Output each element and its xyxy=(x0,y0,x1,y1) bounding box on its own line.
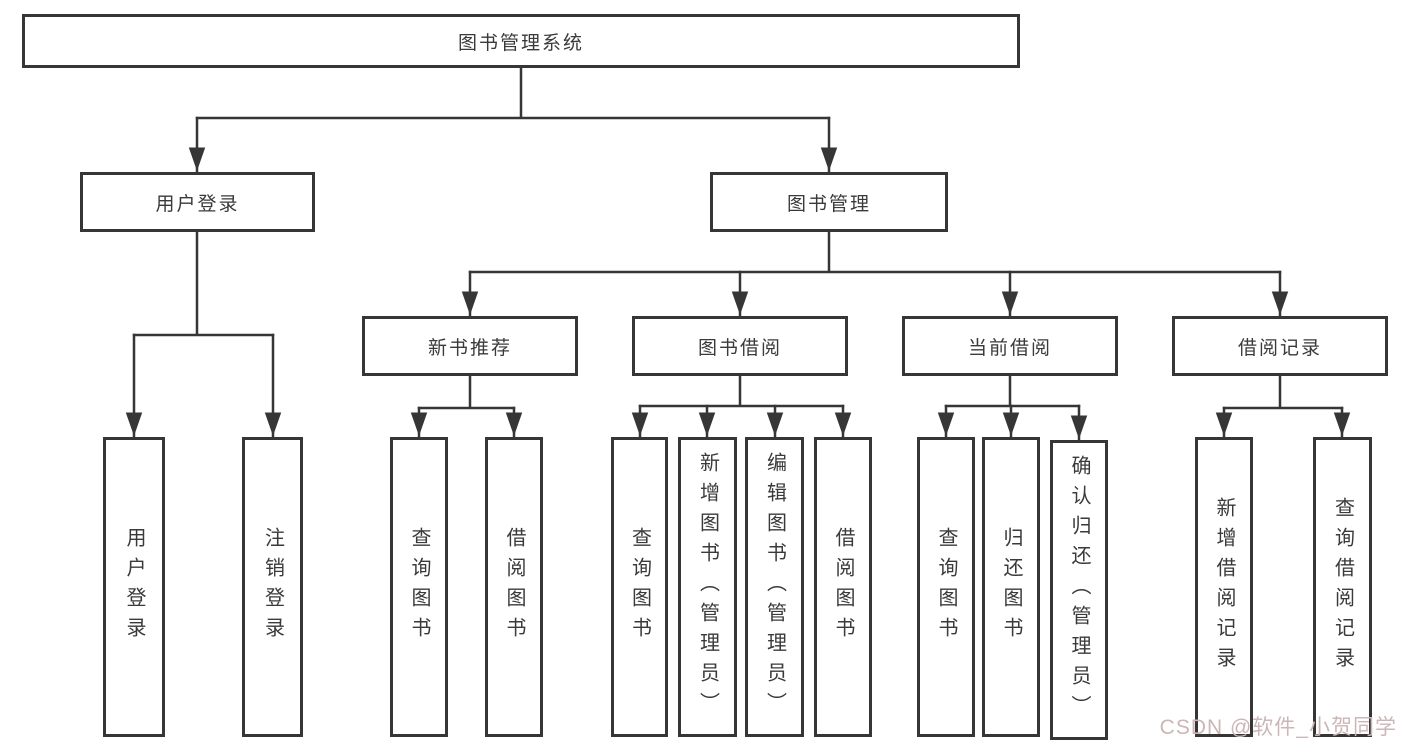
leaf-query-borrow-record: 查询借阅记录 xyxy=(1313,437,1372,737)
leaf-label: 归还图书 xyxy=(1000,527,1022,647)
leaf-label: 查询借阅记录 xyxy=(1331,497,1354,677)
csdn-watermark: CSDN @软件_小贺同学 xyxy=(1159,716,1397,739)
node-user-login-branch: 用户登录 xyxy=(80,172,315,232)
leaf-add-books-admin: 新增图书（管理员） xyxy=(678,437,737,737)
node-borrowing-records: 借阅记录 xyxy=(1172,316,1388,376)
leaf-label: 新增图书（管理员） xyxy=(696,452,719,722)
leaf-label: 借阅图书 xyxy=(503,527,525,647)
leaf-borrow-books-recommend: 借阅图书 xyxy=(485,437,543,737)
leaf-query-books-borrowing: 查询图书 xyxy=(611,437,668,737)
leaf-add-borrow-record: 新增借阅记录 xyxy=(1195,437,1253,737)
leaf-logout: 注销登录 xyxy=(242,437,303,737)
leaf-label: 借阅图书 xyxy=(832,527,854,647)
leaf-label: 用户登录 xyxy=(123,527,145,647)
leaf-query-books-recommend: 查询图书 xyxy=(390,437,448,737)
leaf-confirm-return-admin: 确认归还（管理员） xyxy=(1050,440,1108,740)
leaf-borrow-books: 借阅图书 xyxy=(814,437,872,737)
leaf-user-login: 用户登录 xyxy=(103,437,165,737)
node-current-borrowing: 当前借阅 xyxy=(902,316,1118,376)
node-book-management-branch: 图书管理 xyxy=(710,172,948,232)
leaf-label: 新增借阅记录 xyxy=(1213,497,1235,677)
leaf-label: 编辑图书（管理员） xyxy=(763,452,786,722)
leaf-label: 查询图书 xyxy=(628,527,651,647)
leaf-query-books-current: 查询图书 xyxy=(917,437,975,737)
node-book-borrowing: 图书借阅 xyxy=(632,316,848,376)
leaf-return-books: 归还图书 xyxy=(982,437,1040,737)
node-new-book-recommendation: 新书推荐 xyxy=(362,316,578,376)
leaf-label: 注销登录 xyxy=(261,527,284,647)
leaf-label: 查询图书 xyxy=(935,527,957,647)
leaf-label: 确认归还（管理员） xyxy=(1068,455,1090,725)
leaf-edit-books-admin: 编辑图书（管理员） xyxy=(745,437,804,737)
leaf-label: 查询图书 xyxy=(408,527,430,647)
node-root-system: 图书管理系统 xyxy=(22,14,1020,68)
